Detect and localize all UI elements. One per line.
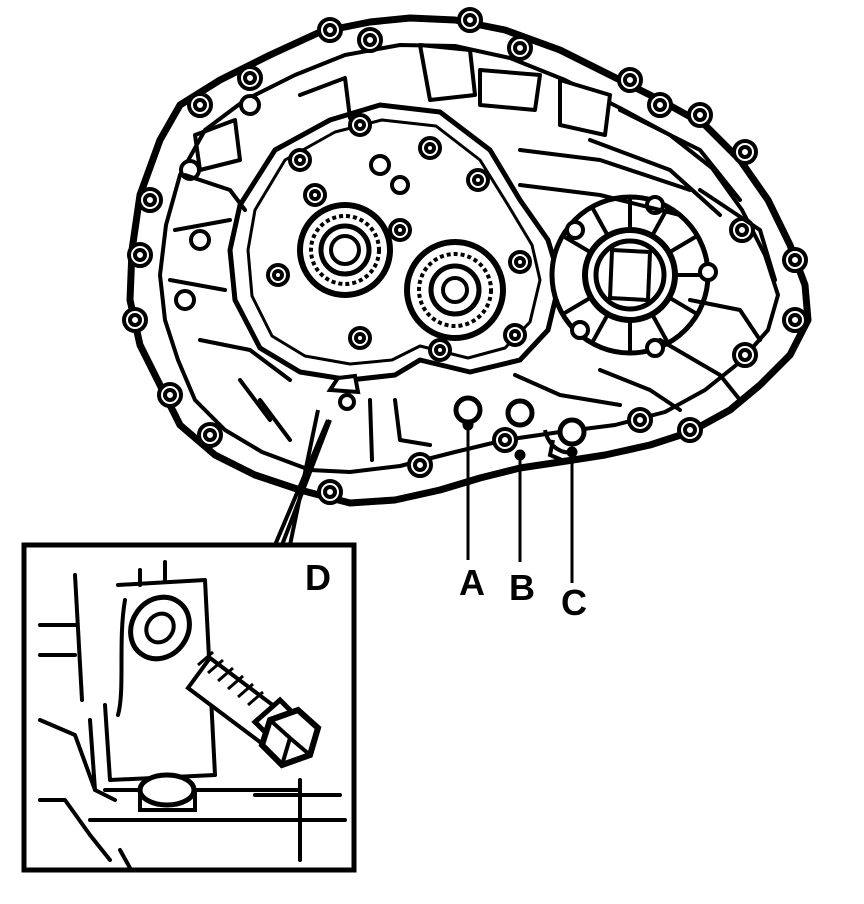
callout-d-label: D: [305, 557, 331, 598]
detail-d-content: [38, 560, 347, 870]
gearbox-housing: [122, 7, 812, 507]
cap-nut: [137, 772, 197, 812]
bolt-hole: [128, 594, 192, 662]
mounting-bolt: [185, 650, 322, 769]
differential-housing: [549, 194, 718, 358]
plug-a: [453, 395, 483, 425]
plug-b: [505, 398, 535, 428]
callout-c-label: C: [561, 582, 587, 623]
rim-bolt-bosses: [122, 7, 808, 505]
input-shaft-bearing: [297, 202, 393, 298]
callout-b-label: B: [509, 567, 535, 608]
callout-leaders: [462, 419, 578, 583]
callout-a-label: A: [459, 562, 485, 603]
output-shaft-bearing: [404, 239, 506, 341]
detail-zoom-lines: [218, 409, 332, 547]
plug-c: [557, 417, 587, 447]
